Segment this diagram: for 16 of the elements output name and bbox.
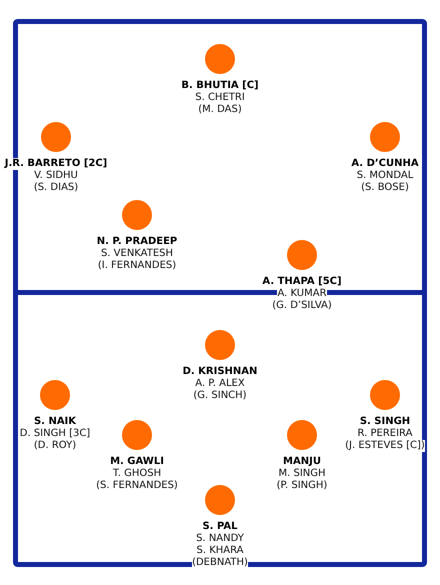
reserve-name: (S. BOSE)	[361, 182, 409, 194]
reserve-name: (M. DAS)	[198, 104, 242, 116]
player-name: MANJU	[283, 456, 321, 468]
reserve-name: (S. FERNANDES)	[96, 480, 178, 492]
reserve-name: (D. ROY)	[34, 440, 76, 452]
player-name: B. BHUTIA [C]	[181, 80, 259, 92]
reserve-name: (P. SINGH)	[276, 480, 328, 492]
player-name: J.R. BARRETO [2C]	[4, 158, 108, 170]
reserve-name: (J. ESTEVES [C])	[345, 440, 425, 452]
reserve-name: (G. SINCH)	[193, 390, 247, 402]
player-name: A. THAPA [5C]	[262, 276, 342, 288]
reserve-name: (I. FERNANDES)	[98, 260, 176, 272]
reserve-name: (G. D’SILVA)	[272, 300, 332, 312]
reserve-name: (S. DIAS)	[34, 182, 78, 194]
reserve-name: (DEBNATH)	[192, 557, 248, 569]
substitute-name: D. SINGH [3C]	[20, 428, 90, 440]
